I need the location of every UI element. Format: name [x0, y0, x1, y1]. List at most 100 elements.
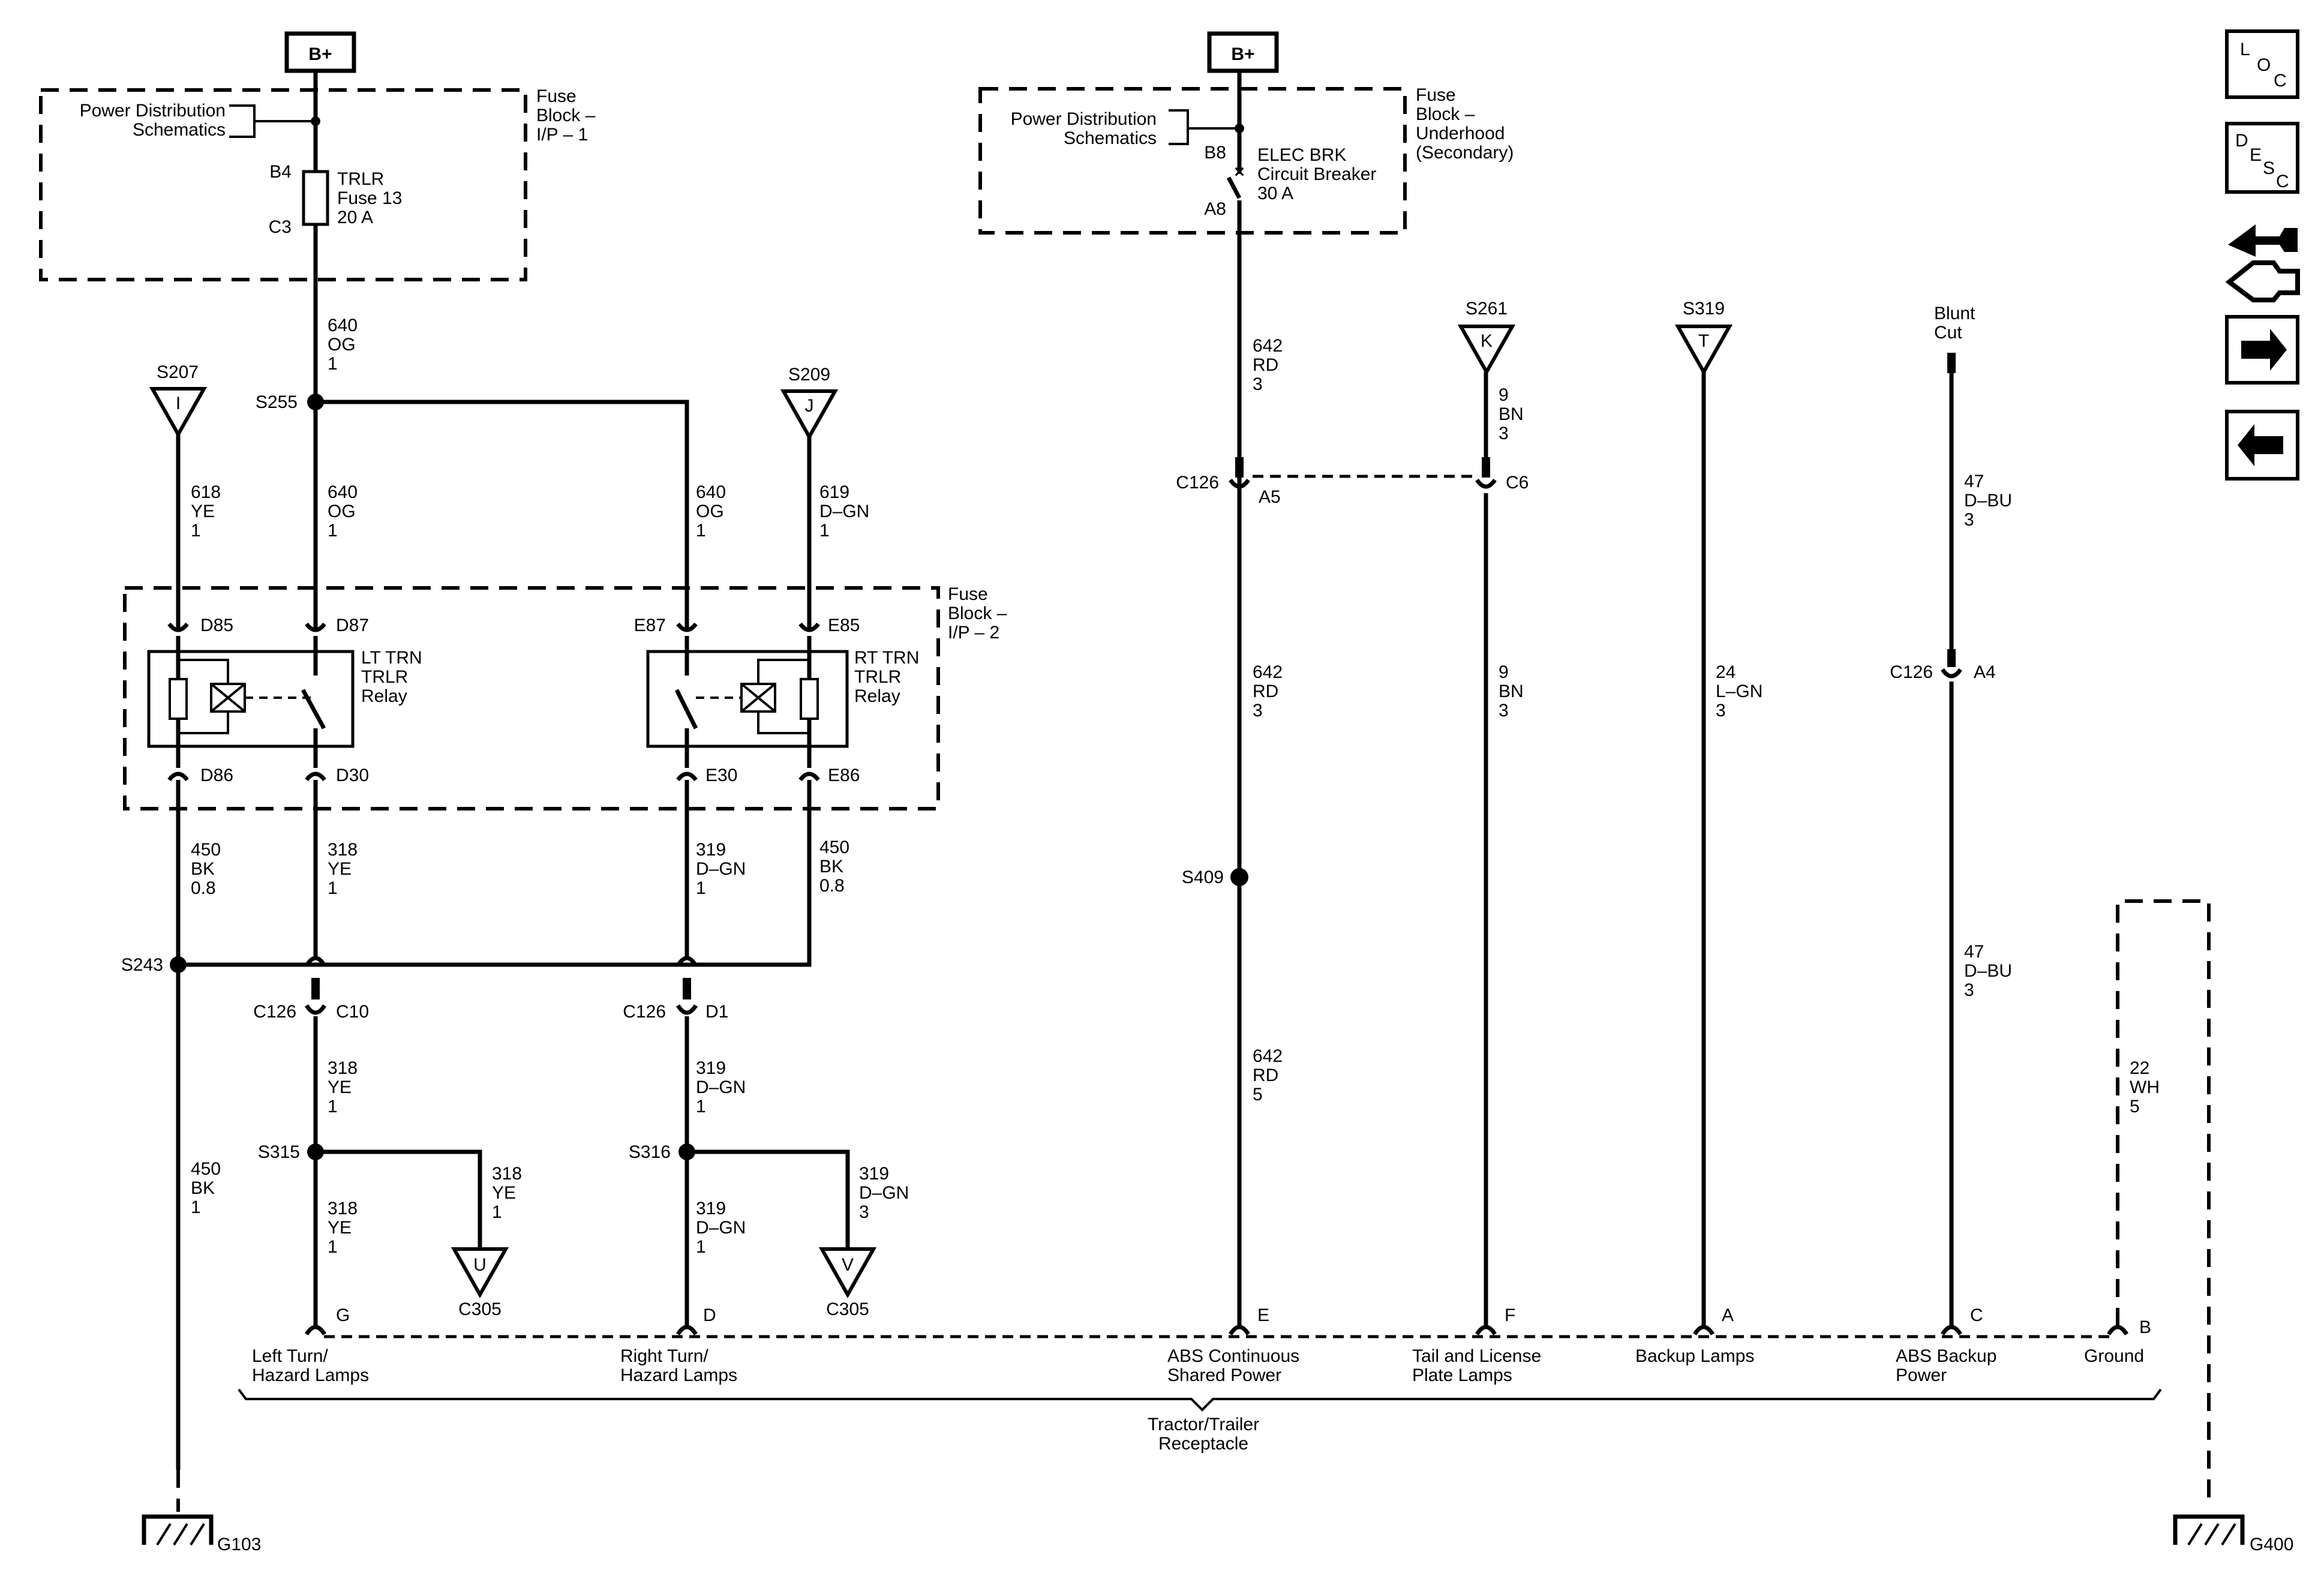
offpage-s319: S319 T — [1674, 299, 1733, 376]
svg-text:S409: S409 — [1182, 867, 1224, 887]
svg-text:A8: A8 — [1204, 199, 1226, 219]
svg-text:OG: OG — [328, 335, 356, 355]
svg-text:RD: RD — [1253, 682, 1278, 701]
svg-text:Hazard Lamps: Hazard Lamps — [620, 1365, 737, 1385]
previous-arrow-icon[interactable] — [2225, 410, 2299, 481]
next-arrow-icon[interactable] — [2225, 315, 2299, 385]
svg-text:V: V — [842, 1255, 854, 1275]
svg-text:E: E — [2250, 145, 2262, 165]
offpage-s209: S209 J — [780, 365, 839, 441]
splice-s243 — [170, 956, 187, 973]
svg-text:D: D — [703, 1305, 716, 1325]
svg-text:BK: BK — [191, 859, 215, 879]
svg-text:C126: C126 — [253, 1002, 296, 1022]
svg-text:Schematics: Schematics — [133, 120, 226, 140]
svg-text:C305: C305 — [826, 1299, 869, 1319]
wire-450-right-label: 450 BK 0.8 — [819, 837, 849, 896]
wire-619-label: 619 D–GN 1 — [819, 482, 869, 541]
wire-318-b-label: 318 YE 1 — [328, 1058, 358, 1116]
wire-642-b-label: 642 RD 3 — [1253, 662, 1283, 721]
wire-318-a-label: 318 YE 1 — [328, 840, 358, 898]
wire-319-b-label: 319 D–GN 1 — [696, 1058, 746, 1116]
svg-text:ABS Continuous: ABS Continuous — [1167, 1346, 1299, 1366]
splice-s409 — [1230, 868, 1248, 886]
svg-text:D–GN: D–GN — [696, 859, 746, 879]
offpage-s207: S207 I — [149, 362, 208, 439]
svg-text:C: C — [2274, 71, 2287, 91]
svg-text:OG: OG — [328, 502, 356, 521]
svg-text:C126: C126 — [1890, 662, 1933, 682]
svg-text:BN: BN — [1499, 682, 1524, 701]
svg-text:1: 1 — [328, 1097, 338, 1116]
svg-text:3: 3 — [1253, 374, 1263, 394]
svg-text:Schematics: Schematics — [1064, 128, 1157, 148]
wire-318-c-label: 318 YE 1 — [328, 1199, 358, 1257]
svg-text:B+: B+ — [308, 44, 332, 64]
receptacle-pin-a: A Backup Lamps — [1635, 1305, 1754, 1366]
svg-text:5: 5 — [2130, 1097, 2140, 1116]
svg-text:K: K — [1481, 331, 1493, 351]
svg-text:B8: B8 — [1204, 143, 1226, 163]
wire-319-c-label: 319 D–GN 1 — [696, 1199, 746, 1257]
svg-text:E85: E85 — [828, 616, 860, 635]
connector-icon[interactable] — [2225, 224, 2300, 302]
svg-text:Right Turn/: Right Turn/ — [620, 1346, 708, 1366]
receptacle-pin-e: E ABS Continuous Shared Power — [1167, 1305, 1299, 1385]
svg-text:TRLR: TRLR — [361, 667, 408, 687]
wire-640-right-label: 640 OG 1 — [696, 482, 726, 541]
wire-319-a-label: 319 D–GN 1 — [696, 840, 746, 898]
svg-text:Underhood: Underhood — [1416, 124, 1505, 143]
svg-text:Left Turn/: Left Turn/ — [252, 1346, 328, 1366]
svg-text:BN: BN — [1499, 404, 1524, 424]
offpage-s261: S261 K — [1457, 299, 1516, 376]
svg-text:Blunt: Blunt — [1934, 304, 1975, 323]
svg-text:D30: D30 — [336, 766, 369, 785]
svg-text:YE: YE — [328, 1218, 352, 1238]
svg-text:450: 450 — [191, 840, 221, 860]
svg-text:C126: C126 — [1176, 473, 1219, 493]
svg-text:S315: S315 — [258, 1142, 300, 1162]
wire-47-a-label: 47 D–BU 3 — [1964, 472, 2012, 530]
svg-text:1: 1 — [191, 1197, 201, 1217]
description-icon[interactable]: D E S C — [2225, 122, 2299, 194]
svg-text:1: 1 — [696, 521, 706, 541]
svg-text:C126: C126 — [623, 1002, 666, 1022]
svg-text:A: A — [1722, 1305, 1734, 1325]
svg-text:9: 9 — [1499, 662, 1509, 682]
svg-text:Hazard Lamps: Hazard Lamps — [252, 1365, 369, 1385]
svg-text:3: 3 — [1716, 701, 1726, 721]
blunt-cut: Blunt Cut — [1934, 304, 1975, 373]
svg-text:J: J — [805, 396, 814, 416]
svg-text:Fuse: Fuse — [1416, 85, 1456, 105]
svg-text:D–GN: D–GN — [819, 502, 869, 521]
svg-text:RD: RD — [1253, 355, 1278, 375]
svg-text:5: 5 — [1253, 1085, 1263, 1104]
svg-text:D: D — [2235, 131, 2248, 151]
svg-text:Fuse: Fuse — [948, 584, 988, 604]
wire-450-long-label: 450 BK 1 — [191, 1159, 221, 1217]
offpage-v: V C305 — [818, 1247, 877, 1319]
svg-text:642: 642 — [1253, 662, 1283, 682]
receptacle-pin-d: D Right Turn/ Hazard Lamps — [620, 1305, 737, 1385]
svg-text:Ground: Ground — [2084, 1346, 2144, 1366]
svg-text:D1: D1 — [705, 1002, 728, 1022]
svg-text:S255: S255 — [256, 392, 298, 412]
svg-text:3: 3 — [1499, 701, 1509, 721]
svg-text:1: 1 — [328, 354, 338, 374]
svg-text:618: 618 — [191, 482, 221, 502]
svg-text:C10: C10 — [336, 1002, 369, 1022]
svg-text:1: 1 — [328, 1237, 338, 1257]
svg-text:Power Distribution: Power Distribution — [80, 101, 226, 121]
offpage-u: U C305 — [451, 1247, 509, 1319]
fuse-block-ip2: Fuse Block – I/P – 2 D85 D87 E87 E85 D86… — [123, 584, 1007, 810]
svg-text:O: O — [2257, 55, 2271, 75]
svg-text:C: C — [1970, 1305, 1983, 1325]
svg-text:E87: E87 — [634, 616, 666, 635]
wire-47-b-label: 47 D–BU 3 — [1964, 942, 2012, 1000]
svg-text:Fuse 13: Fuse 13 — [337, 188, 402, 208]
svg-text:22: 22 — [2130, 1058, 2149, 1078]
location-icon[interactable]: L O C — [2225, 29, 2299, 99]
wire-640-top-label: 640 OG 1 — [328, 316, 358, 374]
svg-text:319: 319 — [696, 840, 726, 860]
svg-text:24: 24 — [1716, 662, 1736, 682]
